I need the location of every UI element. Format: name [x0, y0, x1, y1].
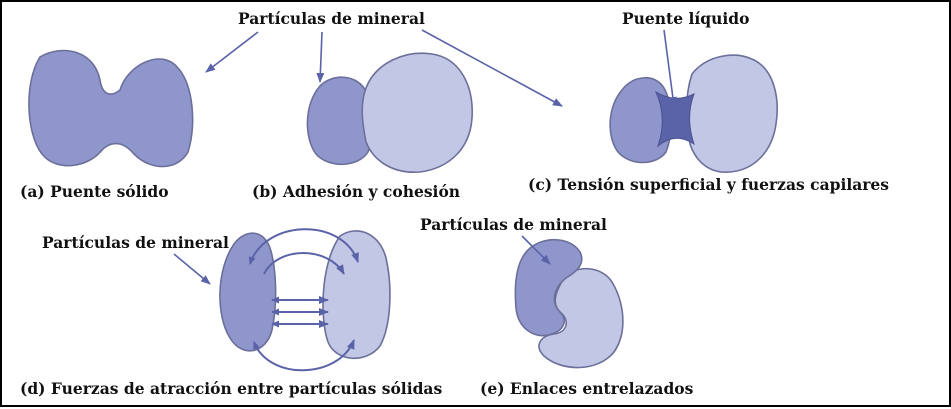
panel-e-interlocking-bonds — [514, 239, 624, 369]
capillary-particle-left — [609, 76, 672, 164]
adhesion-particle-small — [306, 76, 374, 165]
liquid-bridge-shape — [654, 90, 695, 148]
solid-bridge-particle-shape — [28, 49, 194, 168]
attraction-arc-top-outer — [248, 228, 359, 265]
attraction-arc-top-inner — [263, 252, 345, 275]
arrow-to-liquid-bridge — [663, 29, 677, 107]
panel-a-solid-bridge — [28, 49, 194, 168]
panel-b-adhesion-cohesion — [306, 52, 473, 173]
caption-c: (c) Tensión superficial y fuerzas capila… — [528, 175, 889, 194]
arrow-to-particle-d — [173, 253, 211, 285]
label-particulas-d: Partículas de mineral — [42, 233, 229, 252]
arrow-to-particle-c — [421, 29, 563, 107]
arrow-to-particle-a — [205, 31, 259, 73]
label-particulas-top: Partículas de mineral — [238, 9, 425, 28]
label-puente-liquido: Puente líquido — [622, 9, 749, 28]
arrow-to-particle-e — [521, 235, 551, 265]
arrow-to-particle-b — [316, 31, 325, 83]
label-particulas-e: Partículas de mineral — [420, 215, 607, 234]
interlock-particle-dark — [514, 239, 583, 337]
panel-c-capillary-forces — [609, 54, 778, 173]
attraction-arc-bottom — [253, 339, 355, 372]
caption-e: (e) Enlaces entrelazados — [480, 379, 694, 398]
capillary-particle-right — [685, 54, 778, 173]
caption-a: (a) Puente sólido — [20, 182, 169, 201]
panel-d-attraction-forces — [219, 228, 391, 372]
labels: Partículas de mineral Puente líquido (a)… — [20, 9, 889, 398]
caption-d: (d) Fuerzas de atracción entre partícula… — [20, 379, 442, 398]
caption-b: (b) Adhesión y cohesión — [252, 182, 460, 201]
adhesion-particle-large — [361, 52, 473, 173]
pointer-arrows — [173, 29, 677, 285]
attraction-particle-right — [322, 230, 391, 360]
